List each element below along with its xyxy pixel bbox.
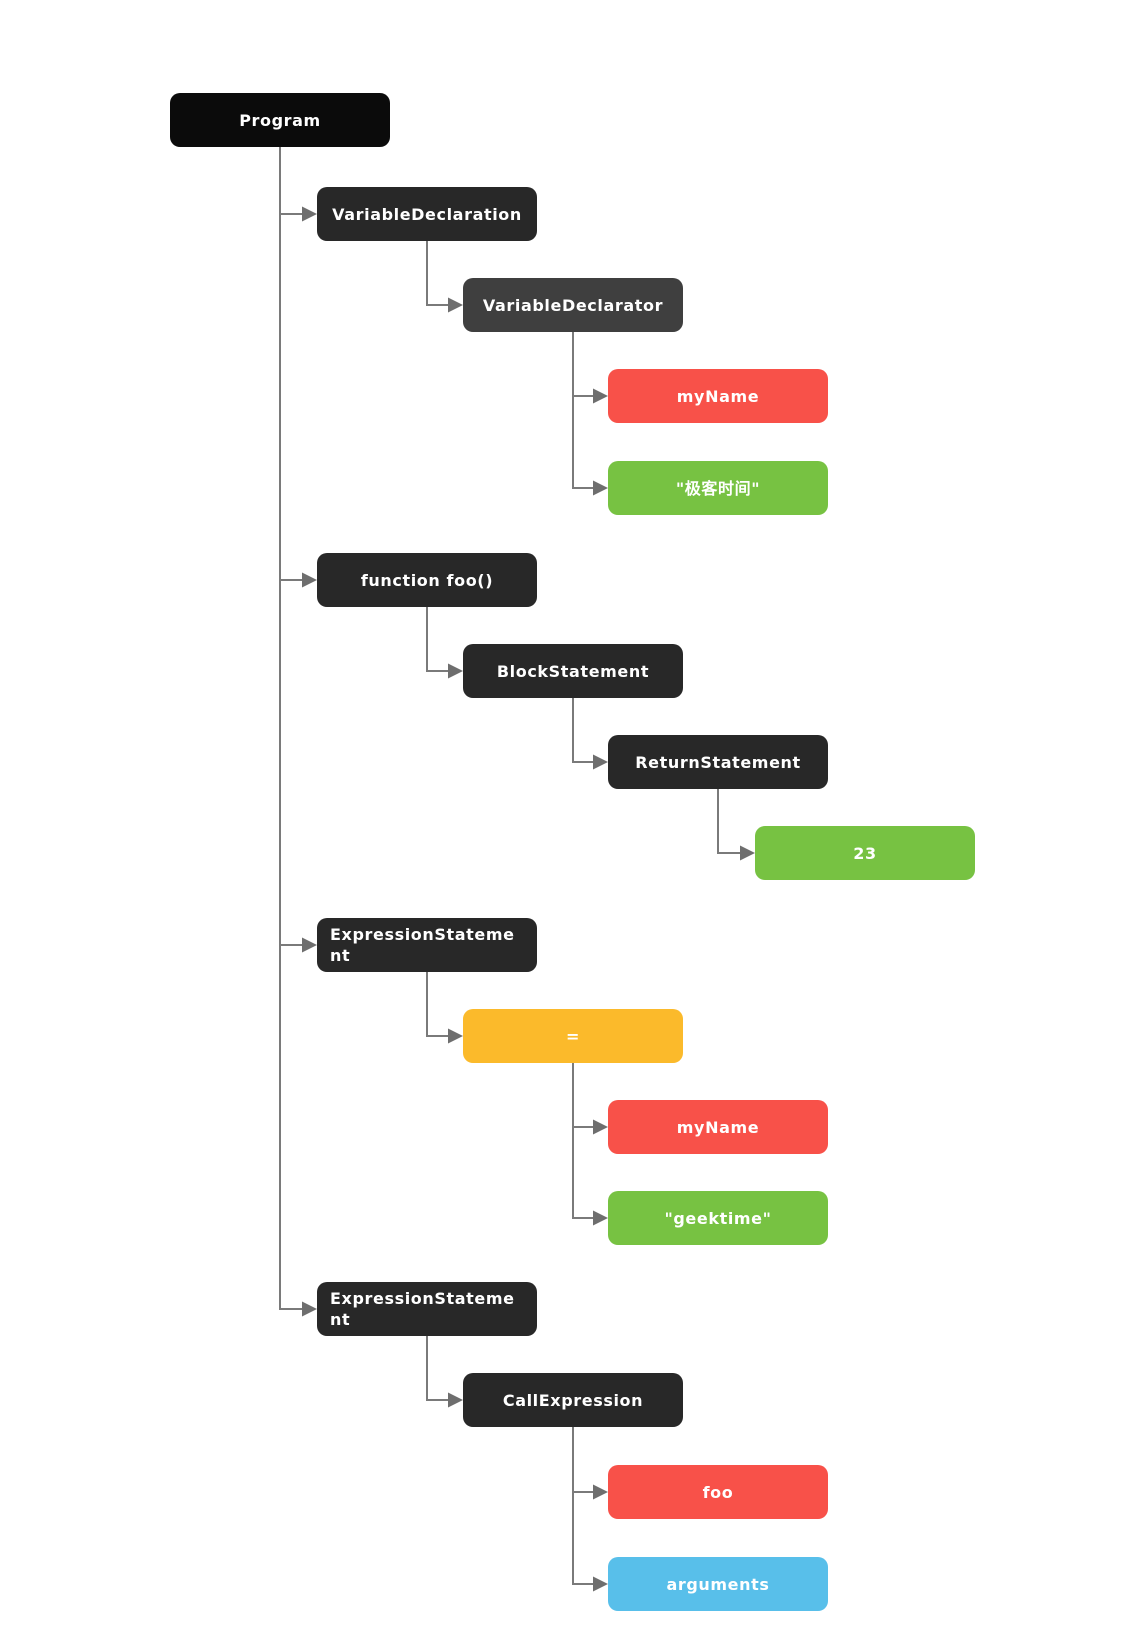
node-identifier-myname: myName: [608, 369, 828, 423]
node-label: ExpressionStateme nt: [330, 1289, 515, 1329]
node-call-expression: CallExpression: [463, 1373, 683, 1427]
node-label: arguments: [666, 1574, 770, 1594]
node-literal-geektime: "geektime": [608, 1191, 828, 1245]
node-expression-statement-2: ExpressionStateme nt: [317, 1282, 537, 1336]
node-label: "极客时间": [675, 478, 761, 498]
connector-edge: [279, 147, 303, 1310]
node-label: ExpressionStateme nt: [330, 925, 515, 965]
arrowhead-icon: [593, 1576, 608, 1592]
arrowhead-icon: [593, 1484, 608, 1500]
node-literal-jikeshijian: "极客时间": [608, 461, 828, 515]
arrowhead-icon: [593, 1119, 608, 1135]
node-variable-declaration: VariableDeclaration: [317, 187, 537, 241]
arrowhead-icon: [302, 937, 317, 953]
connector-edge: [426, 607, 449, 672]
connector-edge: [572, 1427, 594, 1493]
node-label: myName: [676, 1117, 760, 1137]
node-label: foo: [702, 1482, 734, 1502]
arrowhead-icon: [593, 480, 608, 496]
node-label: myName: [676, 386, 760, 406]
arrowhead-icon: [593, 388, 608, 404]
arrowhead-icon: [448, 1028, 463, 1044]
node-label: CallExpression: [502, 1390, 644, 1410]
node-label: BlockStatement: [496, 661, 650, 681]
arrowhead-icon: [302, 1301, 317, 1317]
connector-edge: [426, 1336, 449, 1401]
node-program: Program: [170, 93, 390, 147]
arrowhead-icon: [593, 1210, 608, 1226]
connector-edge: [572, 332, 594, 397]
connector-edge: [572, 332, 594, 489]
node-label: function foo(): [360, 570, 494, 590]
arrowhead-icon: [448, 663, 463, 679]
arrowhead-icon: [302, 572, 317, 588]
node-block-statement: BlockStatement: [463, 644, 683, 698]
connector-edge: [426, 972, 449, 1037]
node-variable-declarator: VariableDeclarator: [463, 278, 683, 332]
node-label: Program: [239, 110, 321, 130]
connector-edge: [572, 1063, 594, 1219]
node-assign-operator: =: [463, 1009, 683, 1063]
node-identifier-foo: foo: [608, 1465, 828, 1519]
connector-edge: [279, 147, 303, 581]
node-label: VariableDeclaration: [332, 204, 522, 224]
node-label: =: [565, 1026, 580, 1046]
connector-edge: [279, 147, 303, 215]
arrowhead-icon: [448, 1392, 463, 1408]
arrowhead-icon: [740, 845, 755, 861]
node-function-foo: function foo(): [317, 553, 537, 607]
node-identifier-myname-2: myName: [608, 1100, 828, 1154]
connector-edge: [572, 698, 594, 763]
node-literal-23: 23: [755, 826, 975, 880]
node-return-statement: ReturnStatement: [608, 735, 828, 789]
connector-edge: [426, 241, 449, 306]
node-expression-statement-1: ExpressionStateme nt: [317, 918, 537, 972]
node-label: "geektime": [664, 1208, 772, 1228]
connector-edge: [279, 147, 303, 946]
arrowhead-icon: [302, 206, 317, 222]
arrowhead-icon: [448, 297, 463, 313]
connector-edge: [572, 1063, 594, 1128]
connector-edge: [572, 1427, 594, 1585]
node-label: ReturnStatement: [635, 752, 801, 772]
node-label: 23: [853, 843, 877, 863]
arrowhead-icon: [593, 754, 608, 770]
node-arguments: arguments: [608, 1557, 828, 1611]
node-label: VariableDeclarator: [482, 295, 664, 315]
connector-edge: [717, 789, 741, 854]
